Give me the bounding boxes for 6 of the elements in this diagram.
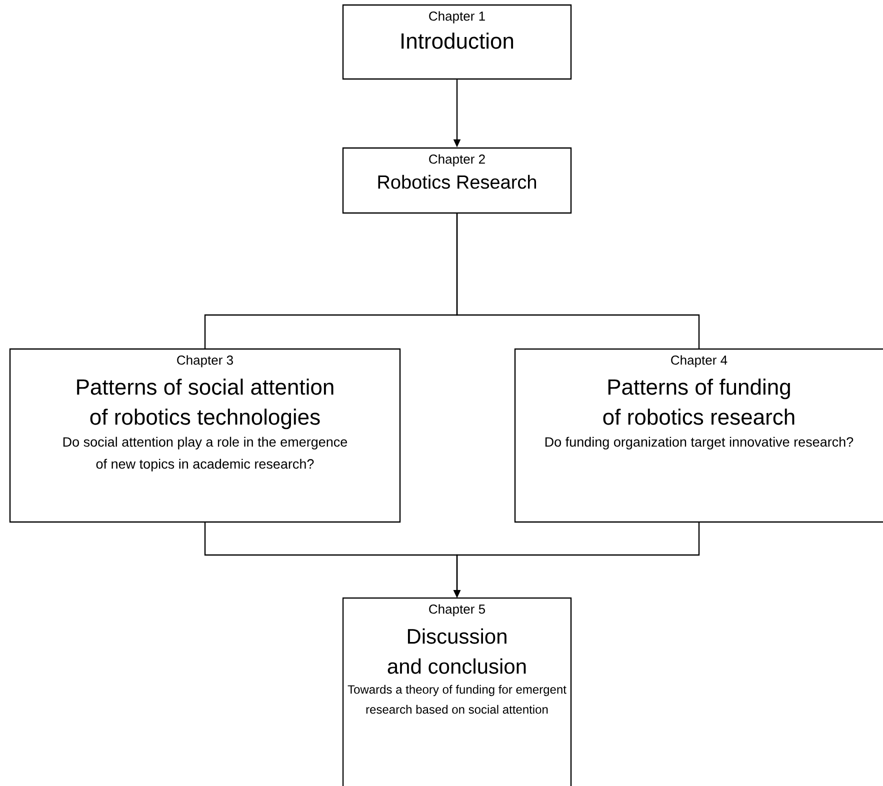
chapter-box: Chapter 4 Patterns of funding of robotics research Do funding organization target innovative research? <box>514 348 883 523</box>
chapter-box: Chapter 5 Discussion and conclusion Towards a theory of funding for emergent research based on social attention <box>342 597 572 786</box>
chapter-box: Chapter 2 Robotics Research <box>342 147 572 214</box>
chapter-box: Chapter 1 Introduction <box>342 4 572 80</box>
connector <box>456 213 700 349</box>
chapter-box: Chapter 3 Patterns of social attention of robotics technologies Do social attention play a role in the emergence of new topics in academic research? <box>9 348 401 523</box>
